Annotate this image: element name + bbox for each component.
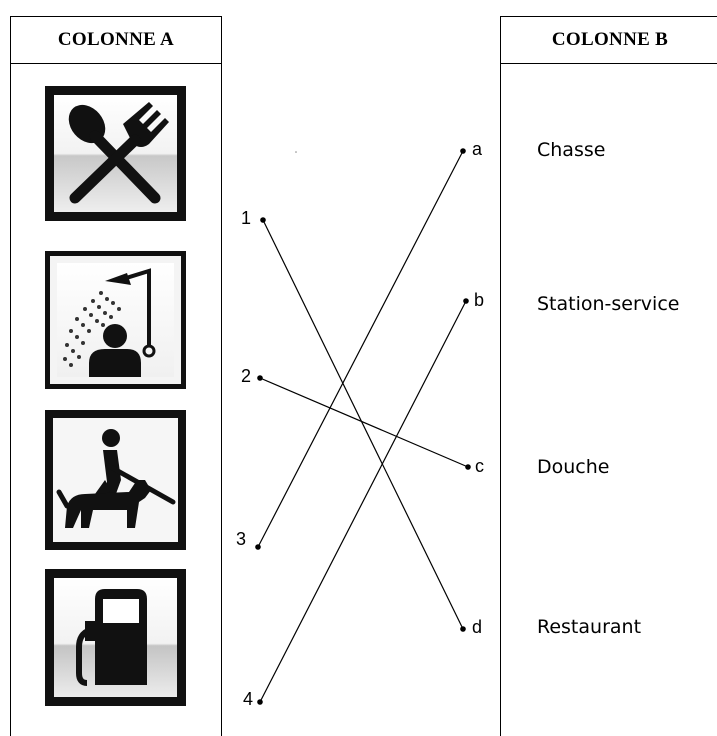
dot-c (465, 464, 471, 470)
dot-b (463, 298, 469, 304)
dot-d (460, 626, 466, 632)
number-1: 1 (241, 208, 252, 228)
match-line-4-b (259, 300, 467, 703)
dot-1 (260, 217, 266, 223)
restaurant-icon (45, 86, 186, 221)
letter-b: b (474, 290, 485, 310)
column-a: COLONNE A (10, 16, 222, 736)
word-station-service: Station-service (537, 293, 680, 315)
column-a-header: COLONNE A (11, 17, 221, 64)
letter-d: d (472, 617, 483, 637)
number-2: 2 (241, 366, 252, 386)
number-3: 3 (236, 529, 247, 549)
dot-a (460, 148, 466, 154)
number-4: 4 (243, 689, 254, 709)
stray-dot (295, 151, 297, 153)
dot-2 (257, 375, 263, 381)
column-b: COLONNE B (500, 16, 717, 736)
column-b-header: COLONNE B (501, 17, 717, 64)
match-line-3-a (257, 150, 464, 548)
dot-3 (255, 544, 261, 550)
word-restaurant: Restaurant (537, 616, 642, 638)
fuel-pump-icon (45, 569, 186, 706)
hunting-icon (45, 410, 186, 550)
word-douche: Douche (537, 456, 610, 478)
shower-icon (45, 251, 186, 389)
match-line-1-d (262, 219, 464, 630)
match-line-2-c (259, 377, 469, 468)
dot-4 (257, 699, 263, 705)
letter-c: c (475, 456, 484, 476)
word-chasse: Chasse (537, 139, 606, 161)
letter-a: a (472, 139, 483, 159)
